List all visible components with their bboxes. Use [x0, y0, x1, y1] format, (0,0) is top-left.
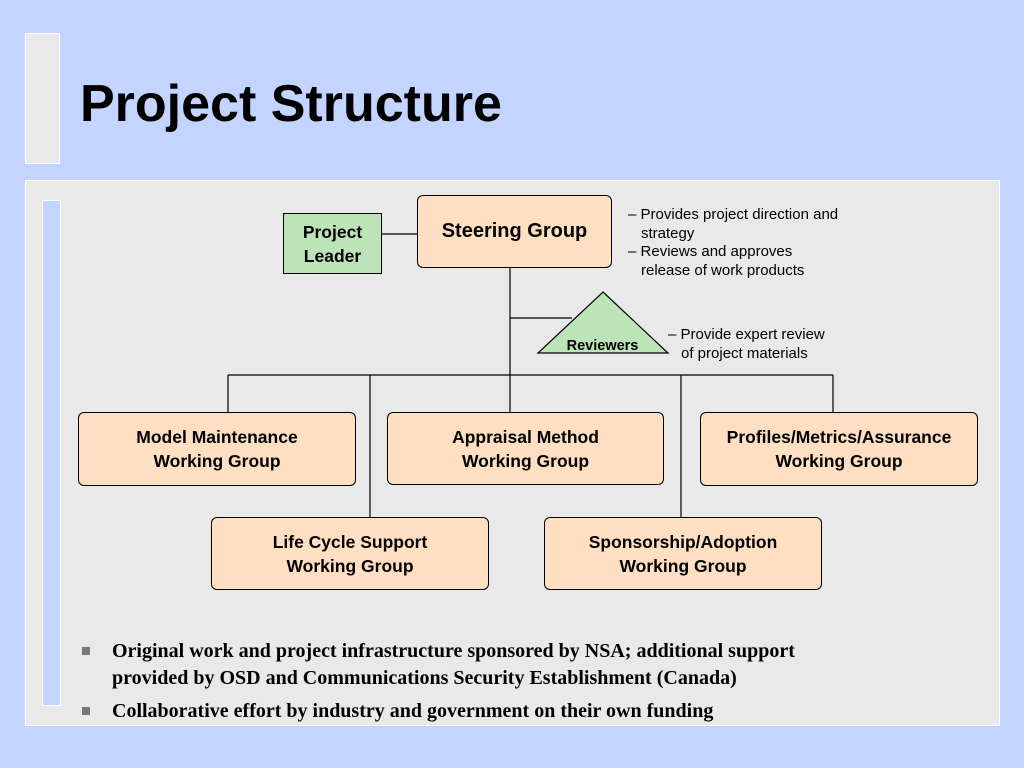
bullet-1-line-2: provided by OSD and Communications Secur…	[112, 667, 737, 689]
title-accent-bar	[25, 33, 60, 164]
project-leader-line-1: Project	[302, 221, 363, 242]
appraisal-method-line-2: Working Group	[461, 450, 590, 471]
project-leader-line-2: Leader	[303, 245, 362, 266]
profiles-metrics-line-1: Profiles/Metrics/Assurance	[726, 427, 952, 447]
sponsorship-adoption-box: Sponsorship/Adoption Working Group	[544, 517, 822, 590]
appraisal-method-box: Appraisal Method Working Group	[387, 412, 664, 485]
appraisal-method-line-1: Appraisal Method	[452, 426, 599, 447]
profiles-metrics-line-2: Working Group	[775, 451, 903, 471]
reviewers-note-line-2: of project materials	[681, 344, 808, 362]
sponsorship-line-2: Working Group	[619, 555, 747, 576]
page-title: Project Structure	[80, 75, 502, 133]
steering-note-1: – Provides project direction and	[628, 206, 839, 223]
square-bullet-icon	[82, 707, 90, 715]
model-maintenance-line-2: Working Group	[153, 451, 281, 471]
steering-note-1-cont: strategy	[641, 224, 695, 242]
bullet-2-line-1: Collaborative effort by industry and gov…	[112, 700, 714, 722]
model-maintenance-line-1: Model Maintenance	[136, 427, 298, 447]
model-maintenance-box: Model Maintenance Working Group	[78, 412, 356, 486]
bullet-item: Original work and project infrastructure…	[82, 638, 982, 692]
project-leader-box: Project Leader	[283, 213, 382, 274]
panel-accent-strip	[42, 200, 61, 706]
steering-note-2: – Reviews and approves	[628, 243, 793, 260]
bullet-1-line-1: Original work and project infrastructure…	[112, 640, 795, 662]
steering-notes: – Provides project direction and strateg…	[628, 206, 838, 280]
steering-note-2-cont: release of work products	[641, 261, 805, 279]
bullet-item: Collaborative effort by industry and gov…	[82, 698, 982, 725]
reviewers-note: – Provide expert review of project mater…	[668, 326, 825, 363]
life-cycle-line-1: Life Cycle Support	[272, 531, 428, 552]
life-cycle-support-box: Life Cycle Support Working Group	[211, 517, 489, 590]
reviewers-triangle	[536, 291, 670, 354]
profiles-metrics-box: Profiles/Metrics/Assurance Working Group	[700, 412, 978, 486]
life-cycle-line-2: Working Group	[286, 555, 414, 576]
square-bullet-icon	[82, 647, 90, 655]
reviewers-note-line-1: – Provide expert review	[668, 326, 825, 343]
steering-group-box: Steering Group	[417, 195, 612, 268]
reviewers-label: Reviewers	[566, 338, 639, 354]
sponsorship-line-1: Sponsorship/Adoption	[588, 531, 778, 552]
bullet-list: Original work and project infrastructure…	[82, 638, 982, 731]
